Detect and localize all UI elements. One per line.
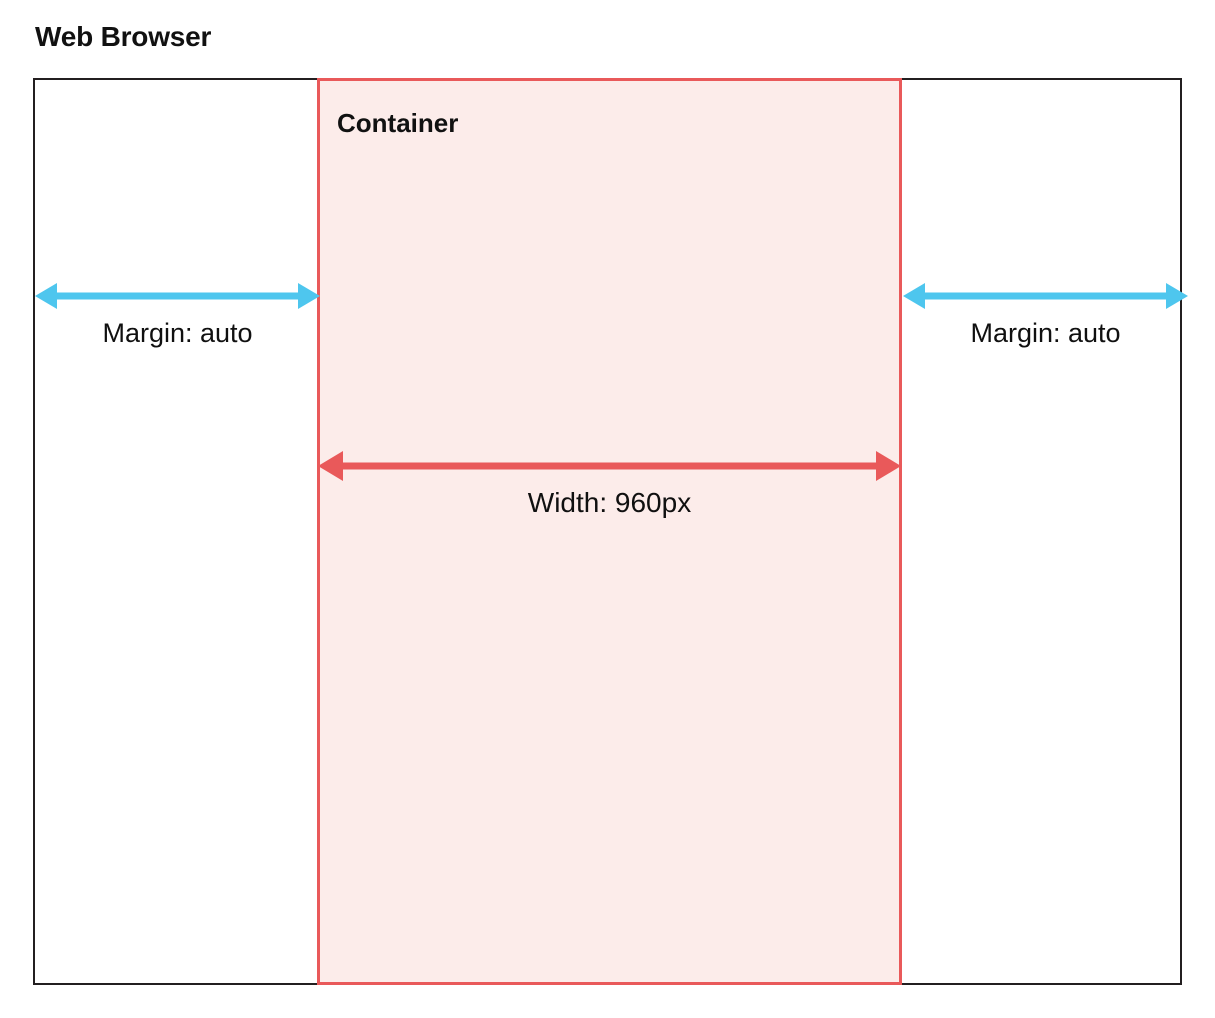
margin-left-label: Margin: auto	[102, 318, 253, 348]
margin-annotation-right: Margin: auto	[903, 270, 1188, 380]
width-label: Width: 960px	[527, 487, 692, 518]
page-title: Web Browser	[35, 21, 212, 52]
margin-annotation-left: Margin: auto	[35, 270, 320, 380]
double-headed-arrow-horizontal-icon	[903, 283, 1188, 309]
margin-right-label: Margin: auto	[970, 318, 1121, 348]
double-headed-arrow-horizontal-icon	[318, 451, 901, 481]
container-box: Container	[317, 78, 902, 985]
container-label: Container	[337, 108, 459, 138]
width-annotation: Width: 960px	[318, 443, 901, 548]
double-headed-arrow-horizontal-icon	[35, 283, 320, 309]
